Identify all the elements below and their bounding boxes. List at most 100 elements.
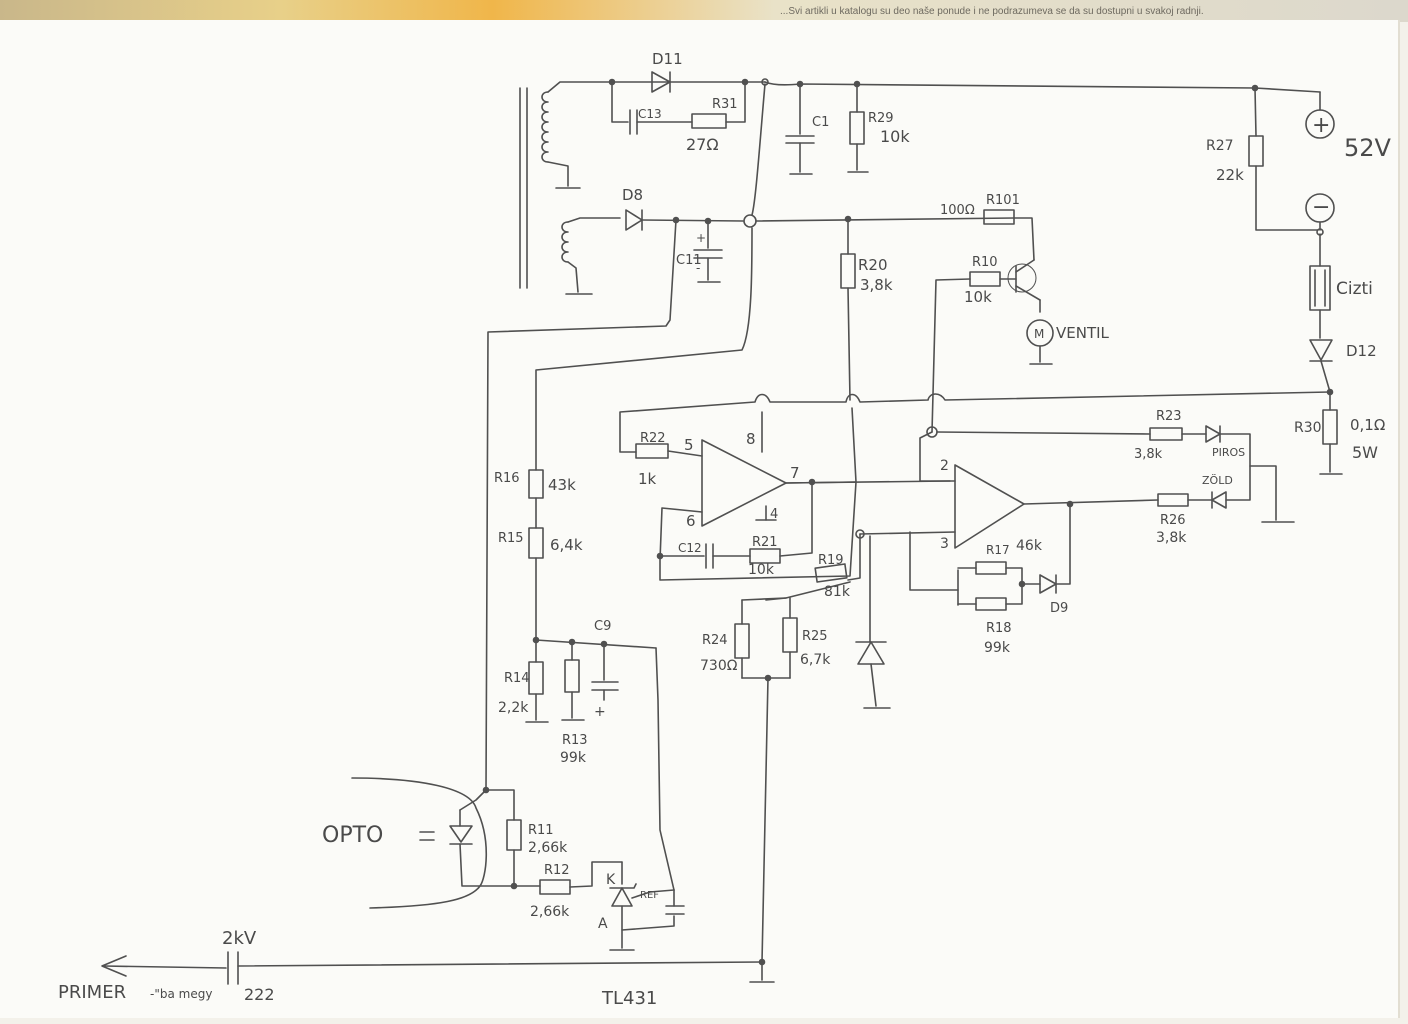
label-c9: C9 [594, 619, 611, 634]
transformer-winding-2 [561, 221, 569, 263]
load-cizti [1309, 265, 1331, 311]
wire-divider-feed [535, 227, 753, 471]
label-ventil: VENTIL [1056, 324, 1110, 342]
transistor-body [1007, 263, 1037, 293]
label-pin2: 2 [940, 458, 949, 474]
label-r30-value: 0,1Ω [1350, 416, 1385, 434]
wire [859, 531, 956, 535]
label-c11: C11 [676, 253, 702, 268]
label-r13: R13 [562, 733, 588, 748]
wire-12v-rail [755, 217, 1015, 222]
label-r10: R10 [972, 255, 998, 270]
diode-d8 [625, 209, 643, 231]
label-pin3: 3 [940, 536, 949, 552]
resistor-r19 [814, 563, 848, 583]
label-d12: D12 [1346, 342, 1377, 360]
wire [569, 861, 623, 888]
wire [909, 531, 959, 591]
resistor-r30 [1322, 409, 1338, 445]
label-motor: M [1034, 327, 1044, 341]
wire [741, 597, 787, 601]
label-r16: R16 [494, 471, 520, 486]
wire [847, 533, 861, 581]
label-cizti: Cizti [1336, 279, 1373, 299]
label-tl431-k: K [606, 872, 616, 888]
label-c12: C12 [678, 541, 702, 555]
label-r30-watt: 5W [1352, 443, 1378, 462]
wire [1013, 217, 1035, 261]
primary-ground-section [101, 951, 775, 985]
label-r27-value: 22k [1216, 166, 1244, 184]
top-rail-section [608, 71, 1321, 175]
label-r14-value: 2,2k [498, 700, 529, 716]
led-zold [1211, 491, 1227, 509]
junction-dot [482, 786, 490, 794]
supply-section [619, 84, 1343, 475]
label-r19-value: 81k [824, 584, 851, 600]
label-pin6: 6 [686, 512, 696, 530]
label-r21: R21 [752, 535, 778, 550]
label-r25-value: 6,7k [800, 652, 831, 668]
label-r27: R27 [1206, 138, 1234, 154]
label-d8: D8 [622, 186, 643, 204]
label-r26-value: 3,8k [1156, 530, 1187, 546]
valve-driver [840, 209, 1054, 483]
resistor-r13 [564, 659, 580, 693]
resistor-r27 [1248, 135, 1264, 167]
label-c1: C1 [812, 115, 829, 130]
wire [751, 83, 766, 216]
resistor-r11 [506, 819, 522, 851]
wire [611, 81, 629, 123]
wire [870, 663, 877, 707]
opamp-2 [859, 425, 1295, 611]
transformer-winding-1 [541, 91, 549, 163]
resistor-r24 [734, 623, 750, 659]
resistor-r29 [849, 111, 865, 145]
wire-current-sense [619, 391, 1331, 453]
battery-positive-terminal [1305, 109, 1335, 139]
wire [851, 407, 857, 483]
label-r11-value: 2,66k [528, 840, 568, 856]
label-tl431-a: A [598, 916, 608, 932]
label-r10-value: 10k [964, 288, 992, 306]
paper-edge-strip: ...Svi artikli u katalogu su deo naše po… [0, 0, 1408, 22]
opto-led [449, 825, 473, 843]
label-r17: R17 [986, 543, 1010, 557]
tl431-symbol [611, 887, 633, 907]
paper-sheet [0, 20, 1400, 1018]
opto-tl431-section [351, 777, 685, 951]
wire [535, 639, 657, 649]
opto-coupler-outline [351, 777, 488, 909]
label-r11: R11 [528, 823, 554, 838]
label-r17-value: 46k [1016, 538, 1043, 554]
diode-d12 [1309, 339, 1333, 361]
wire [936, 431, 1151, 435]
wire [1225, 465, 1251, 501]
label-cap-222: 222 [244, 985, 275, 1004]
label-r26: R26 [1160, 513, 1186, 528]
label-r12: R12 [544, 863, 570, 878]
label-r20-value: 3,8k [860, 276, 893, 294]
wire [847, 287, 851, 401]
wire [567, 217, 621, 223]
wire [779, 481, 813, 557]
opamp-2-body [954, 464, 1025, 549]
label-r25: R25 [802, 629, 828, 644]
label-r15-value: 6,4k [550, 536, 583, 554]
transistor-emitter [1015, 285, 1041, 301]
label-r31-value: 27Ω [686, 135, 719, 154]
label-d9: D9 [1050, 601, 1068, 616]
wire-ground [237, 961, 763, 967]
resistor-r15 [528, 527, 544, 559]
resistor-r21 [749, 548, 781, 564]
wire [567, 261, 579, 293]
wire-crossing [743, 214, 757, 228]
wire [655, 647, 675, 891]
wire-ref-to-ground [761, 677, 769, 963]
label-r20: R20 [858, 256, 888, 274]
led-piros [1205, 425, 1221, 443]
label-r29-value: 10k [880, 127, 910, 146]
resistor-r18 [975, 597, 1007, 611]
